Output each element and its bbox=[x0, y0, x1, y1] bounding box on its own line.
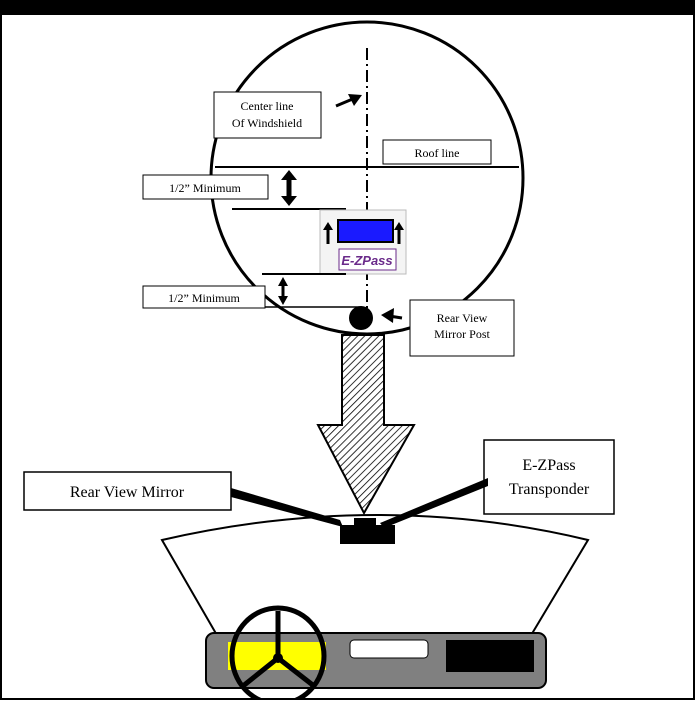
transponder-device: E-ZPass bbox=[319, 209, 407, 275]
mirror-post-dot bbox=[349, 306, 373, 330]
center-line-pointer-arrow bbox=[335, 94, 362, 108]
mirror-post-label-line1: Rear View bbox=[437, 311, 488, 325]
car-mirror-tab bbox=[354, 518, 376, 526]
half-inch-bottom-text: 1/2” Minimum bbox=[168, 291, 240, 305]
rear-view-mirror-text: Rear View Mirror bbox=[70, 484, 185, 501]
transponder-label-line1: E-ZPass bbox=[522, 457, 575, 474]
mirror-post-label: Rear View Mirror Post bbox=[409, 299, 515, 357]
dashboard-display-white bbox=[349, 639, 429, 659]
up-arrow-left-icon bbox=[323, 222, 333, 244]
frame-border bbox=[0, 13, 695, 700]
half-inch-bottom-double-arrow bbox=[278, 277, 288, 305]
up-arrow-right-icon bbox=[394, 222, 404, 244]
center-line-label-line1: Center line bbox=[241, 99, 294, 113]
half-inch-top-text: 1/2” Minimum bbox=[169, 181, 241, 195]
transponder-label-line2: Transponder bbox=[509, 481, 590, 498]
dashboard-radio-black bbox=[446, 640, 534, 672]
mirror-post-pointer-arrow bbox=[381, 308, 403, 323]
transponder-label: E-ZPass Transponder bbox=[483, 439, 615, 515]
half-inch-bottom-label: 1/2” Minimum bbox=[142, 285, 266, 309]
roof-line-text: Roof line bbox=[415, 146, 460, 160]
ezpass-logo: E-ZPass bbox=[341, 253, 392, 268]
center-line-label-line2: Of Windshield bbox=[232, 116, 302, 130]
half-inch-top-double-arrow bbox=[281, 170, 297, 206]
half-inch-top-label: 1/2” Minimum bbox=[142, 174, 269, 200]
rear-view-mirror-label: Rear View Mirror bbox=[23, 471, 232, 511]
roof-line-label: Roof line bbox=[382, 139, 492, 165]
top-bar bbox=[0, 0, 695, 14]
car-mirror-transponder bbox=[340, 525, 395, 544]
big-down-arrow bbox=[316, 334, 416, 516]
center-line-label: Center line Of Windshield bbox=[213, 91, 322, 139]
transponder-pointer bbox=[380, 478, 488, 528]
rear-view-mirror-pointer bbox=[231, 488, 343, 527]
transponder-blue-face bbox=[337, 219, 394, 243]
mirror-post-label-line2: Mirror Post bbox=[434, 327, 490, 341]
